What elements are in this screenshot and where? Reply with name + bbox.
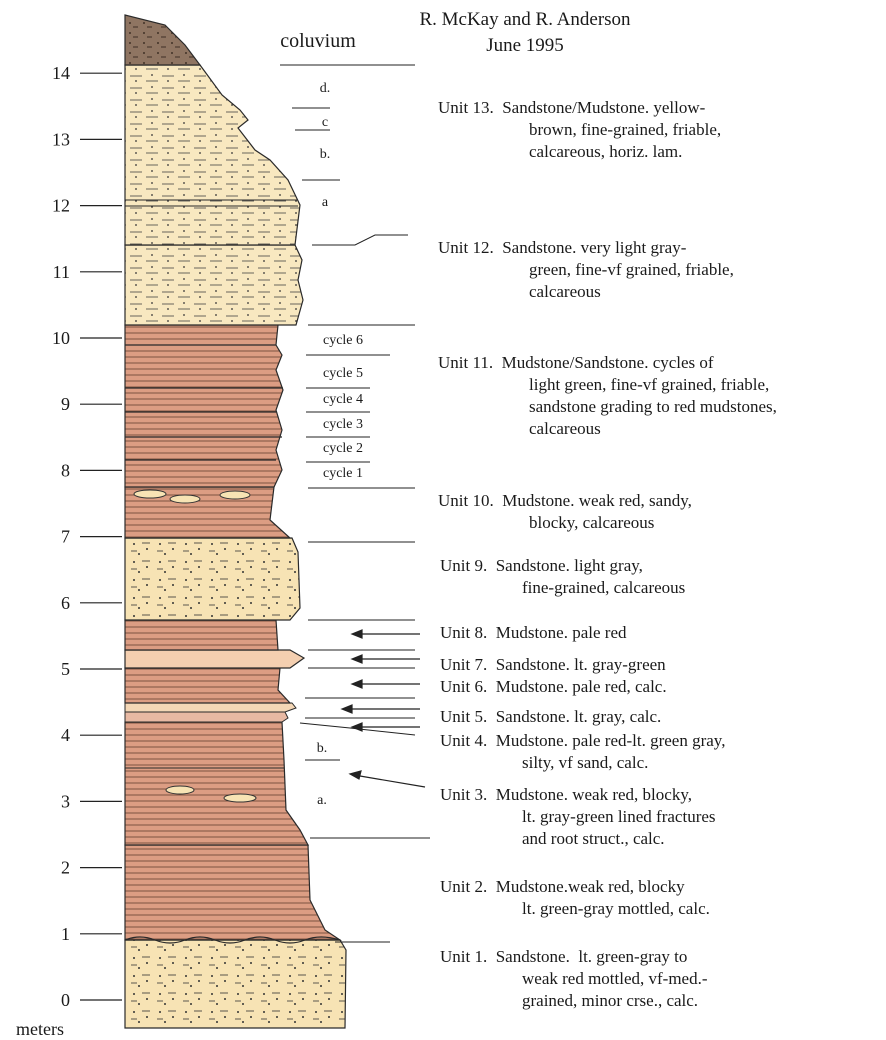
unit-11-description-line: sandstone grading to red mudstones,: [529, 396, 777, 418]
subunit-label: a.: [317, 793, 327, 808]
unit-9-title: Unit 9. Sandstone. light gray,: [440, 555, 643, 577]
unit-7-sandstone-bed: [125, 650, 304, 668]
coluvium-cap: [125, 15, 200, 65]
unit-11-cycles-bed: [125, 325, 283, 487]
scale-tick-label: 11: [53, 262, 70, 282]
unit-10-title: Unit 10. Mudstone. weak red, sandy,: [438, 490, 692, 512]
subunit-label: b.: [320, 147, 331, 162]
cycle-label: cycle 4: [323, 392, 363, 407]
sand-lens: [170, 495, 200, 503]
scale-tick-label: 14: [52, 63, 70, 83]
scale-tick-label: 4: [61, 725, 70, 745]
subunit-label: d.: [320, 81, 331, 96]
sand-lens: [224, 794, 256, 802]
scale-tick-label: 3: [61, 791, 70, 811]
unit-3-description-line: lt. gray-green lined fractures: [522, 806, 716, 828]
unit-13-title: Unit 13. Sandstone/Mudstone. yellow-: [438, 97, 705, 119]
scale-tick-label: 1: [61, 924, 70, 944]
cycle-label: cycle 6: [323, 333, 363, 348]
unit-8-mudstone-bed: [125, 620, 278, 650]
unit-11-title: Unit 11. Mudstone/Sandstone. cycles of: [438, 352, 714, 374]
unit-13-sandstone-bed: [125, 65, 300, 245]
scale-tick-label: 2: [61, 858, 70, 878]
scale-tick-label: 6: [61, 593, 70, 613]
scale-tick-label: 9: [61, 394, 70, 414]
unit-9-sandstone-bed: [125, 538, 300, 620]
meters-unit-label: meters: [16, 1019, 64, 1039]
unit-12-description-line: green, fine-vf grained, friable,: [529, 259, 734, 281]
scale-tick-label: 12: [52, 196, 70, 216]
unit-1-description-line: weak red mottled, vf-med.-: [522, 968, 708, 990]
unit-2-mudstone-bed: [125, 845, 340, 940]
unit-3-mudstone-bed: [125, 722, 308, 845]
unit-11-description-line: calcareous: [529, 418, 601, 440]
unit-9-description-line: fine-grained, calcareous: [522, 577, 685, 599]
date-label: June 1995: [395, 34, 655, 58]
scale-tick-label: 8: [61, 460, 70, 480]
sand-lens: [220, 491, 250, 499]
unit-6-title: Unit 6. Mudstone. pale red, calc.: [440, 676, 667, 698]
authors-credit: R. McKay and R. Anderson: [395, 8, 655, 32]
scale-tick-label: 5: [61, 659, 70, 679]
subunit-label: c: [322, 115, 328, 130]
unit-3-title: Unit 3. Mudstone. weak red, blocky,: [440, 784, 692, 806]
unit-1-description-line: grained, minor crse., calc.: [522, 990, 698, 1012]
unit-6-mudstone-bed: [125, 668, 290, 703]
unit-12-description-line: calcareous: [529, 281, 601, 303]
cycle-label: cycle 3: [323, 417, 363, 432]
unit-13-description-line: calcareous, horiz. lam.: [529, 141, 682, 163]
cycle-label: cycle 5: [323, 366, 363, 381]
unit-5-sandstone-bed: [125, 703, 296, 712]
unit-13-description-line: brown, fine-grained, friable,: [529, 119, 721, 141]
unit-4-description-line: silty, vf sand, calc.: [522, 752, 648, 774]
unit-4-title: Unit 4. Mudstone. pale red-lt. green gra…: [440, 730, 725, 752]
coluvium-label: coluvium: [280, 30, 356, 52]
unit-12-sandstone-bed: [125, 245, 303, 325]
unit-boundary-lines: [280, 65, 430, 942]
unit-3-subunit-labels: b. a.: [317, 741, 328, 808]
unit-2-description-line: lt. green-gray mottled, calc.: [522, 898, 710, 920]
subunit-label: b.: [317, 741, 328, 756]
scale-tick-label: 13: [52, 129, 70, 149]
unit-5-title: Unit 5. Sandstone. lt. gray, calc.: [440, 706, 661, 728]
unit-1-sandstone-bed: [125, 940, 346, 1028]
sand-lens: [166, 786, 194, 794]
unit-2-title: Unit 2. Mudstone.weak red, blocky: [440, 876, 685, 898]
unit-3-description-line: and root struct., calc.: [522, 828, 665, 850]
unit-8-title: Unit 8. Mudstone. pale red: [440, 622, 627, 644]
scale-tick-label: 0: [61, 990, 70, 1010]
sand-lens: [134, 490, 166, 498]
scale-tick-label: 10: [52, 328, 70, 348]
lithology-column: [125, 15, 346, 1028]
unit-12-title: Unit 12. Sandstone. very light gray-: [438, 237, 686, 259]
unit-10-description-line: blocky, calcareous: [529, 512, 654, 534]
unit-arrows: [342, 630, 425, 787]
unit-7-title: Unit 7. Sandstone. lt. gray-green: [440, 654, 666, 676]
unit-4-mudstone-bed: [125, 712, 288, 722]
unit-11-description-line: light green, fine-vf grained, friable,: [529, 374, 769, 396]
cycle-label: cycle 2: [323, 441, 363, 456]
unit-1-title: Unit 1. Sandstone. lt. green-gray to: [440, 946, 687, 968]
subunit-label: a: [322, 195, 329, 210]
scale-tick-label: 7: [61, 527, 70, 547]
unit-13-subunit-labels: d. c b. a: [320, 81, 331, 210]
cycle-label: cycle 1: [323, 466, 363, 481]
